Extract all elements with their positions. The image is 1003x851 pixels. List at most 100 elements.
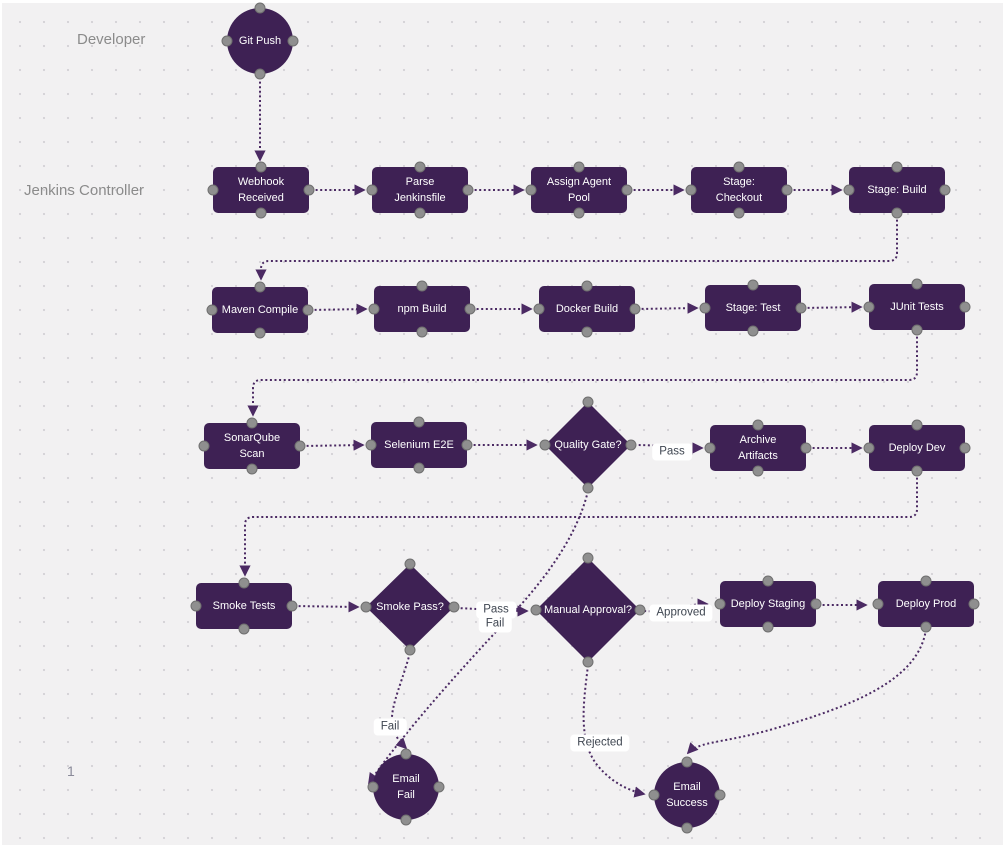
connection-handle-bottom[interactable] [254, 68, 266, 80]
connection-handle-bottom[interactable] [413, 462, 425, 474]
connection-handle-right[interactable] [461, 439, 473, 451]
connection-handle-top[interactable] [920, 575, 932, 587]
node-parse-jenkinsfile[interactable]: Parse Jenkinsfile [366, 161, 474, 219]
node-sonarqube-scan[interactable]: SonarQube Scan [198, 417, 306, 475]
connection-handle-bottom[interactable] [400, 814, 412, 826]
connection-handle-top[interactable] [238, 577, 250, 589]
connection-handle-top[interactable] [404, 558, 416, 570]
connection-handle-top[interactable] [582, 396, 594, 408]
connection-handle-bottom[interactable] [911, 465, 923, 477]
connection-handle-top[interactable] [254, 2, 266, 14]
connection-handle-top[interactable] [762, 575, 774, 587]
connection-handle-top[interactable] [911, 278, 923, 290]
node-stage-build[interactable]: Stage: Build [843, 161, 951, 219]
connection-handle-left[interactable] [648, 789, 660, 801]
connection-handle-right[interactable] [286, 600, 298, 612]
connection-handle-left[interactable] [533, 303, 545, 315]
connection-handle-left[interactable] [368, 303, 380, 315]
connection-handle-top[interactable] [747, 279, 759, 291]
connection-handle-bottom[interactable] [911, 324, 923, 336]
edge-sonar-selenium[interactable] [301, 439, 365, 451]
connection-handle-right[interactable] [968, 598, 980, 610]
connection-handle-right[interactable] [302, 304, 314, 316]
connection-handle-bottom[interactable] [404, 644, 416, 656]
connection-handle-left[interactable] [704, 442, 716, 454]
connection-handle-left[interactable] [699, 302, 711, 314]
edge-smokepass-manual-pass[interactable] [455, 605, 529, 617]
connection-handle-top[interactable] [246, 417, 258, 429]
edge-maven-npm[interactable] [309, 303, 368, 315]
node-git-push[interactable]: Git Push [221, 2, 299, 80]
connection-handle-bottom[interactable] [762, 621, 774, 633]
node-stage-test[interactable]: Stage: Test [699, 279, 807, 337]
lane-label-jenkins-controller[interactable]: Jenkins Controller [24, 182, 145, 199]
connection-handle-bottom[interactable] [416, 326, 428, 338]
connection-handle-top[interactable] [911, 419, 923, 431]
node-deploy-dev[interactable]: Deploy Dev [863, 419, 971, 477]
page-number-label[interactable]: 1 [67, 763, 75, 779]
node-deploy-prod[interactable]: Deploy Prod [872, 575, 980, 633]
node-docker-build[interactable]: Docker Build [533, 280, 641, 338]
connection-handle-top[interactable] [255, 161, 267, 173]
connection-handle-bottom[interactable] [681, 822, 693, 834]
connection-handle-right[interactable] [810, 598, 822, 610]
connection-handle-left[interactable] [198, 440, 210, 452]
connection-handle-right[interactable] [959, 301, 971, 313]
connection-handle-top[interactable] [400, 748, 412, 760]
connection-handle-top[interactable] [254, 281, 266, 293]
connection-handle-bottom[interactable] [582, 656, 594, 668]
connection-handle-left[interactable] [207, 184, 219, 196]
node-maven-compile[interactable]: Maven Compile [206, 281, 314, 339]
node-email-fail[interactable]: Email Fail [367, 748, 445, 826]
node-manual-approval[interactable]: Manual Approval? [530, 552, 646, 668]
connection-handle-bottom[interactable] [920, 621, 932, 633]
edge-docker-stagetest[interactable] [636, 302, 699, 314]
edge-label-pass-quality[interactable]: Pass [652, 443, 692, 461]
dot-grid-background[interactable] [2, 3, 1003, 845]
connection-handle-top[interactable] [733, 161, 745, 173]
connection-handle-right[interactable] [629, 303, 641, 315]
node-selenium-e2e[interactable]: Selenium E2E [365, 416, 473, 474]
edge-build-maven[interactable] [255, 215, 898, 281]
connection-handle-left[interactable] [530, 604, 542, 616]
connection-handle-right[interactable] [781, 184, 793, 196]
connection-handle-right[interactable] [433, 781, 445, 793]
edge-quality-emailfail-fail[interactable] [368, 490, 589, 785]
connection-handle-right[interactable] [303, 184, 315, 196]
connection-handle-left[interactable] [206, 304, 218, 316]
connection-handle-left[interactable] [863, 442, 875, 454]
node-junit-tests[interactable]: JUnit Tests [863, 278, 971, 336]
connection-handle-top[interactable] [581, 280, 593, 292]
connection-handle-left[interactable] [863, 301, 875, 313]
connection-handle-left[interactable] [843, 184, 855, 196]
connection-handle-bottom[interactable] [752, 465, 764, 477]
edge-smoketests-smokepass[interactable] [293, 601, 360, 613]
connection-handle-right[interactable] [448, 601, 460, 613]
connection-handle-right[interactable] [959, 442, 971, 454]
node-archive-artifacts[interactable]: Archive Artifacts [704, 419, 812, 477]
connection-handle-left[interactable] [221, 35, 233, 47]
edge-deploydev-smoketests[interactable] [239, 473, 918, 577]
connection-handle-top[interactable] [573, 161, 585, 173]
connection-handle-bottom[interactable] [891, 207, 903, 219]
edge-label-rejected[interactable]: Rejected [570, 734, 630, 752]
edge-smokepass-emailfail-fail[interactable] [390, 652, 411, 750]
connection-handle-bottom[interactable] [255, 207, 267, 219]
lane-label-developer[interactable]: Developer [77, 31, 146, 48]
connection-handle-left[interactable] [872, 598, 884, 610]
connection-handle-bottom[interactable] [733, 207, 745, 219]
connection-handle-right[interactable] [625, 439, 637, 451]
connection-handle-left[interactable] [190, 600, 202, 612]
connection-handle-right[interactable] [800, 442, 812, 454]
connection-handle-top[interactable] [582, 552, 594, 564]
connection-handle-top[interactable] [681, 756, 693, 768]
connection-handle-right[interactable] [621, 184, 633, 196]
connection-handle-bottom[interactable] [582, 482, 594, 494]
connection-handle-right[interactable] [294, 440, 306, 452]
connection-handle-right[interactable] [939, 184, 951, 196]
connection-handle-left[interactable] [539, 439, 551, 451]
connection-handle-left[interactable] [714, 598, 726, 610]
edge-stagetest-junit[interactable] [802, 301, 863, 313]
connection-handle-top[interactable] [416, 280, 428, 292]
